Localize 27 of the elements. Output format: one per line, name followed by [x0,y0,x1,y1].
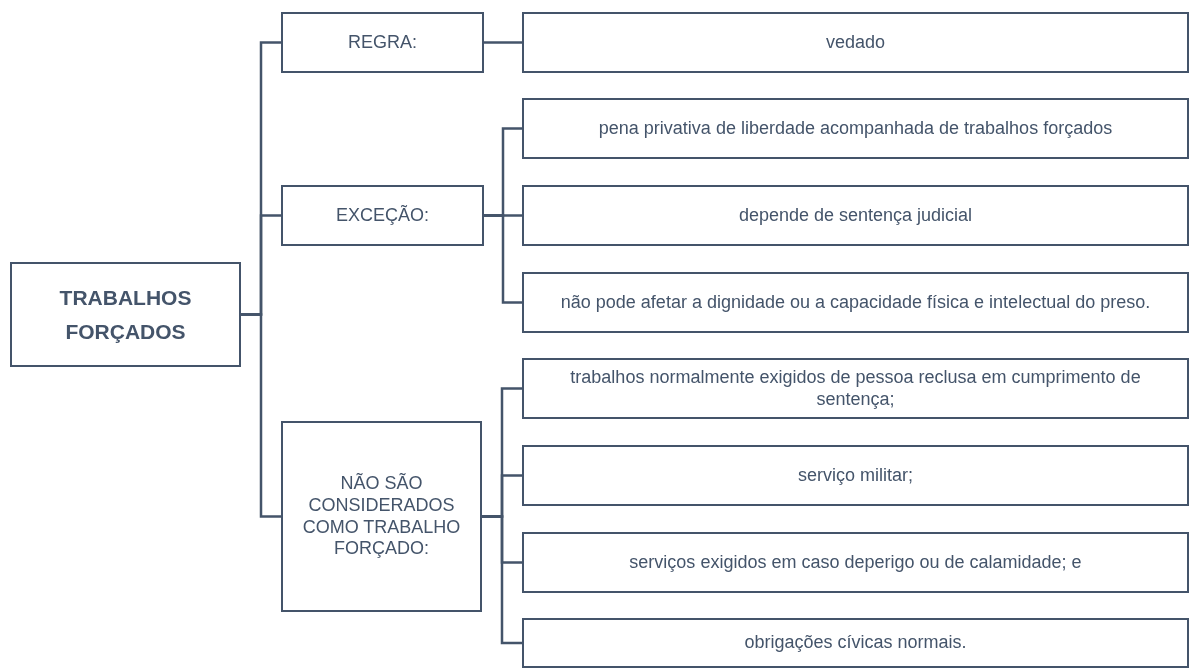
box-text: serviço militar; [798,464,913,487]
box-text: trabalhos normalmente exigidos de pessoa reclusa em cumprimento de sentença; [569,366,1142,411]
box-text: EXCEÇÃO: [336,204,429,227]
box-text: serviços exigidos em caso deperigo ou de calamidade; e [629,551,1082,574]
concept-box [522,12,1189,73]
connector-line [484,41,522,44]
concept-box [281,421,482,612]
connector-line [241,313,281,518]
box-text: NÃO SÃO CONSIDERADOS COMO TRABALHO FORÇADO: [301,473,462,560]
connector-line [484,214,522,304]
concept-box [281,185,484,246]
concept-box [10,262,241,367]
concept-box [522,445,1189,506]
box-text: obrigações cívicas normais. [744,632,967,654]
box-text: REGRA: [348,31,417,54]
concept-box [522,185,1189,246]
box-text: depende de sentença judicial [738,204,973,227]
concept-box [522,98,1189,159]
concept-box [281,12,484,73]
concept-box [522,272,1189,333]
concept-box [522,532,1189,593]
box-text: TRABALHOS FORÇADOS [58,284,193,345]
box-text: pena privativa de liberdade acompanhada de trabalhos forçados [598,117,1113,140]
concept-box [522,358,1189,419]
box-text: não pode afetar a dignidade ou a capacidade física e intelectual do preso. [560,291,1151,314]
box-text: vedado [825,31,886,54]
concept-box [522,618,1189,668]
